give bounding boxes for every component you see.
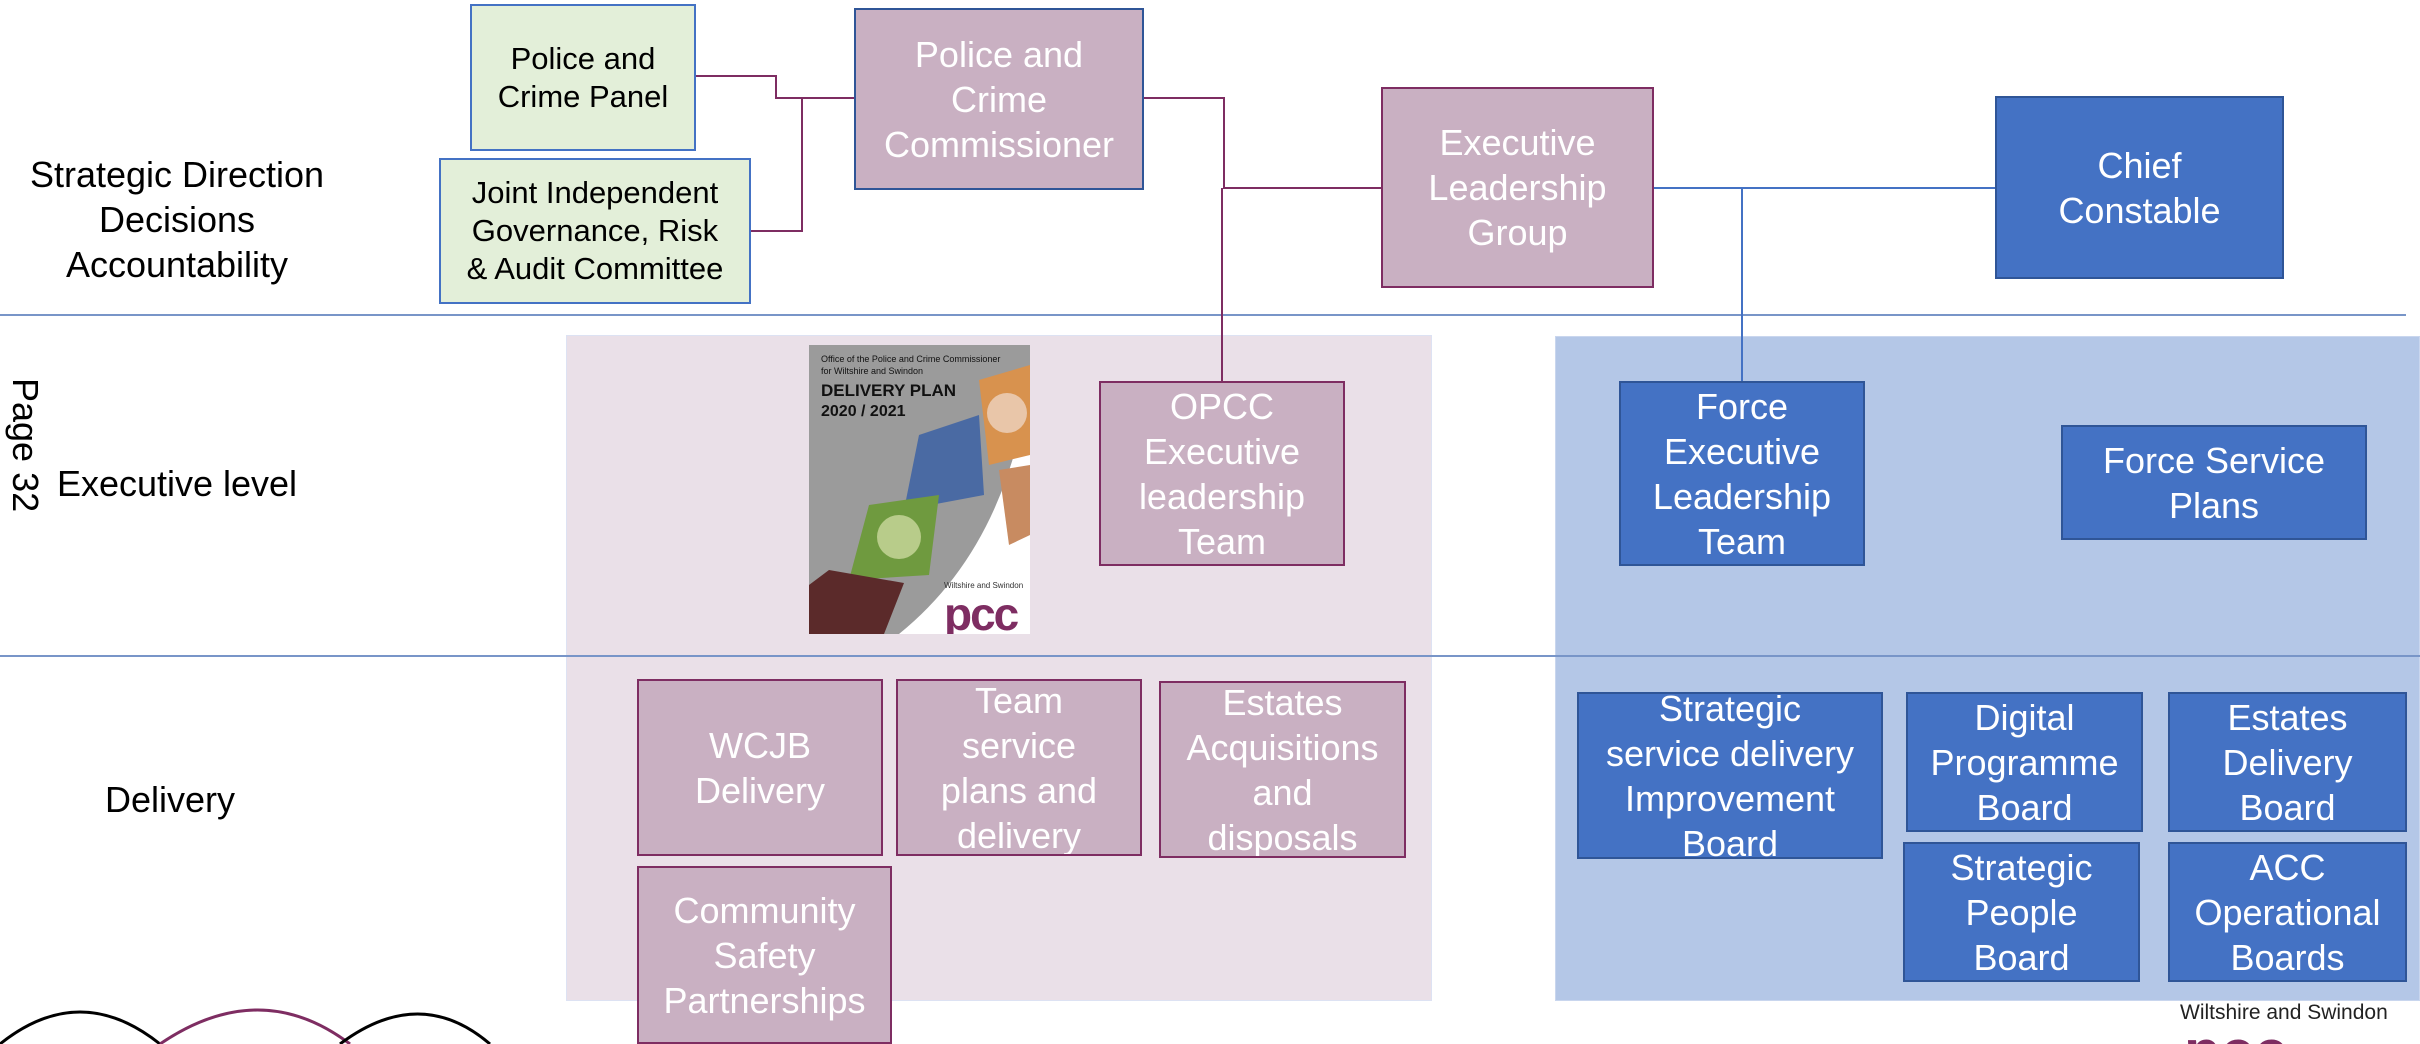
footer-org: Wiltshire and Swindon bbox=[2180, 1001, 2388, 1024]
delivery-plan-photos-icon bbox=[809, 365, 1030, 634]
row-divider-top bbox=[0, 314, 2406, 316]
force-executive-team-box[interactable]: Force Executive Leadership Team bbox=[1619, 381, 1865, 566]
opcc-executive-team-box[interactable]: OPCC Executive leadership Team bbox=[1099, 381, 1345, 566]
delivery-plan-title: DELIVERY PLAN bbox=[821, 381, 957, 400]
row-label-executive: Executive level bbox=[56, 463, 298, 504]
connector-committee-to-pcc bbox=[748, 98, 803, 232]
community-safety-box[interactable]: Community Safety Partnerships bbox=[637, 866, 892, 1044]
estates-acquisitions-box[interactable]: Estates Acquisitions and disposals bbox=[1159, 681, 1406, 858]
strategic-service-delivery-box[interactable]: Strategic service delivery Improvement B… bbox=[1577, 692, 1883, 859]
row-label-strategic: Strategic Direction Decisions Accountabi… bbox=[29, 154, 325, 285]
footer-pcc-logo: pcc bbox=[2180, 1024, 2416, 1044]
delivery-plan-thumbnail: Office of the Police and Crime Commissio… bbox=[809, 345, 1030, 634]
estates-delivery-box[interactable]: Estates Delivery Board bbox=[2168, 692, 2407, 832]
acc-operational-box[interactable]: ACC Operational Boards bbox=[2168, 842, 2407, 982]
digital-programme-box[interactable]: Digital Programme Board bbox=[1906, 692, 2143, 832]
wcjb-delivery-box[interactable]: WCJB Delivery bbox=[637, 679, 883, 856]
delivery-plan-org: Office of the Police and Crime Commissio… bbox=[821, 354, 1001, 376]
delivery-plan-logo: pcc bbox=[944, 588, 1019, 634]
team-service-plans-box[interactable]: Team service plans and delivery bbox=[896, 679, 1142, 856]
footer-logo-text: pcc bbox=[2184, 1024, 2287, 1044]
executive-leadership-group-box[interactable]: Executive Leadership Group bbox=[1381, 87, 1654, 288]
row-label-delivery: Delivery bbox=[104, 779, 236, 820]
pcc-box[interactable]: Police and Crime Commissioner bbox=[854, 8, 1144, 190]
delivery-plan-years: 2020 / 2021 bbox=[821, 403, 906, 420]
police-and-crime-panel-box[interactable]: Police and Crime Panel bbox=[470, 4, 696, 151]
chief-constable-box[interactable]: Chief Constable bbox=[1995, 96, 2284, 279]
decorative-arcs-icon bbox=[0, 1008, 491, 1044]
delivery-plan-logo-org: Wiltshire and Swindon bbox=[944, 581, 1024, 590]
connector-pcc-to-elg bbox=[1142, 97, 1382, 189]
force-service-plans-box[interactable]: Force Service Plans bbox=[2061, 425, 2367, 540]
connector-panel-to-pcc bbox=[696, 75, 856, 99]
joint-committee-box[interactable]: Joint Independent Governance, Risk & Aud… bbox=[439, 158, 751, 304]
strategic-people-box[interactable]: Strategic People Board bbox=[1903, 842, 2140, 982]
row-divider-bottom bbox=[0, 655, 2420, 657]
